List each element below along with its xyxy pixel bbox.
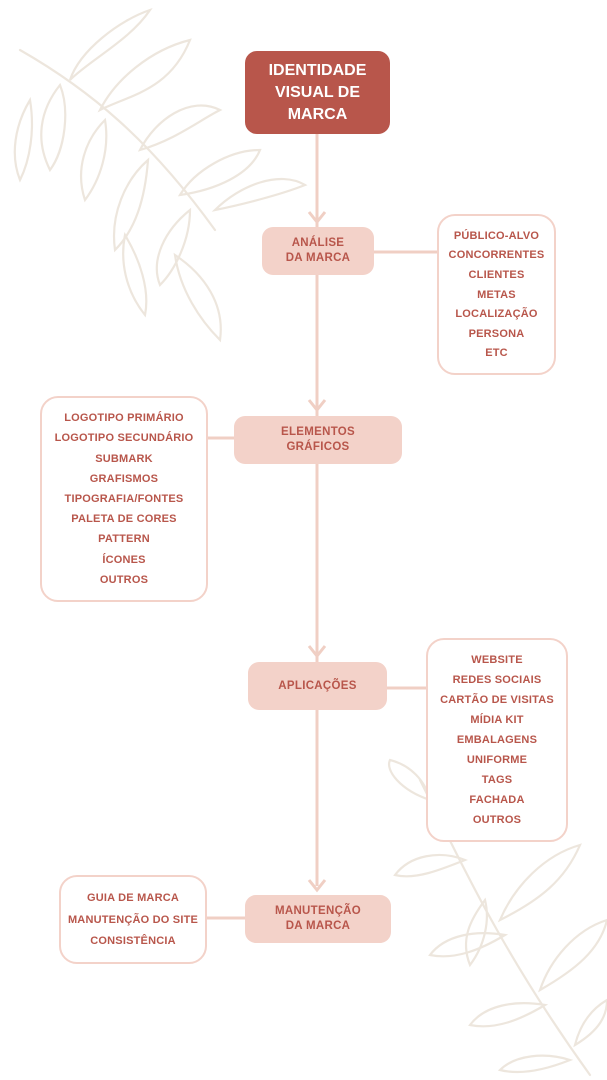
arrow-to-elementos [307,399,327,413]
node-label: ELEMENTOS [280,426,356,438]
list-manutencao-da-marca: GUIA DE MARCA MANUTENÇÃO DO SITE CONSIST… [59,875,207,964]
list-item: GUIA DE MARCA [86,892,180,905]
list-item: LOGOTIPO SECUNDÁRIO [54,432,194,445]
list-item: CLIENTES [468,268,525,281]
list-item: ÍCONES [102,553,146,566]
root-line: IDENTIDADE [268,61,367,79]
list-analise-da-marca: PÚBLICO-ALVO CONCORRENTES CLIENTES METAS… [437,214,556,375]
list-item: ETC [485,347,508,360]
list-item: WEBSITE [471,654,523,666]
list-item: LOCALIZAÇÃO [455,308,538,321]
list-item: EMBALAGENS [456,734,538,746]
list-elementos-graficos: LOGOTIPO PRIMÁRIO LOGOTIPO SECUNDÁRIO SU… [40,396,208,602]
root-line: VISUAL DE [274,83,361,101]
list-item: LOGOTIPO PRIMÁRIO [64,412,184,425]
node-label: APLICAÇÕES [278,679,357,692]
list-item: OUTROS [99,573,149,586]
list-item: MÍDIA KIT [470,714,524,726]
list-item: CONSISTÊNCIA [90,934,176,947]
list-item: PATTERN [98,533,150,546]
node-elementos-graficos: ELEMENTOS GRÁFICOS [234,416,402,464]
node-manutencao-da-marca: MANUTENÇÃO DA MARCA [245,895,391,943]
list-item: GRAFISMOS [89,472,159,485]
list-item: FACHADA [469,794,525,806]
list-item: TAGS [481,774,513,786]
list-item: PALETA DE CORES [71,513,177,526]
node-label: DA MARCA [285,252,351,264]
list-item: MANUTENÇÃO DO SITE [67,913,199,926]
list-item: METAS [477,288,516,301]
list-item: CARTÃO DE VISITAS [440,694,554,706]
arrow-to-analise [307,211,327,225]
list-aplicacoes: WEBSITE REDES SOCIAIS CARTÃO DE VISITAS … [426,638,568,842]
leaf-decoration-top-left [13,7,308,343]
arrow-to-aplicacoes [307,645,327,659]
list-item: CONCORRENTES [448,249,545,262]
list-item: UNIFORME [466,754,528,766]
root-node: IDENTIDADE VISUAL DE MARCA [245,51,390,134]
node-label: ANÁLISE [291,237,345,249]
list-item: SUBMARK [95,452,153,465]
list-item: REDES SOCIAIS [452,674,542,686]
node-label: MANUTENÇÃO [274,905,362,917]
root-line: MARCA [287,105,348,123]
list-item: PÚBLICO-ALVO [453,229,540,242]
node-label: GRÁFICOS [286,441,350,453]
list-item: PERSONA [468,327,525,340]
node-label: DA MARCA [285,920,351,932]
node-analise-da-marca: ANÁLISE DA MARCA [262,227,374,275]
arrow-to-manutencao [307,879,327,893]
list-item: OUTROS [472,814,522,826]
node-aplicacoes: APLICAÇÕES [248,662,387,710]
list-item: TIPOGRAFIA/FONTES [64,492,184,505]
